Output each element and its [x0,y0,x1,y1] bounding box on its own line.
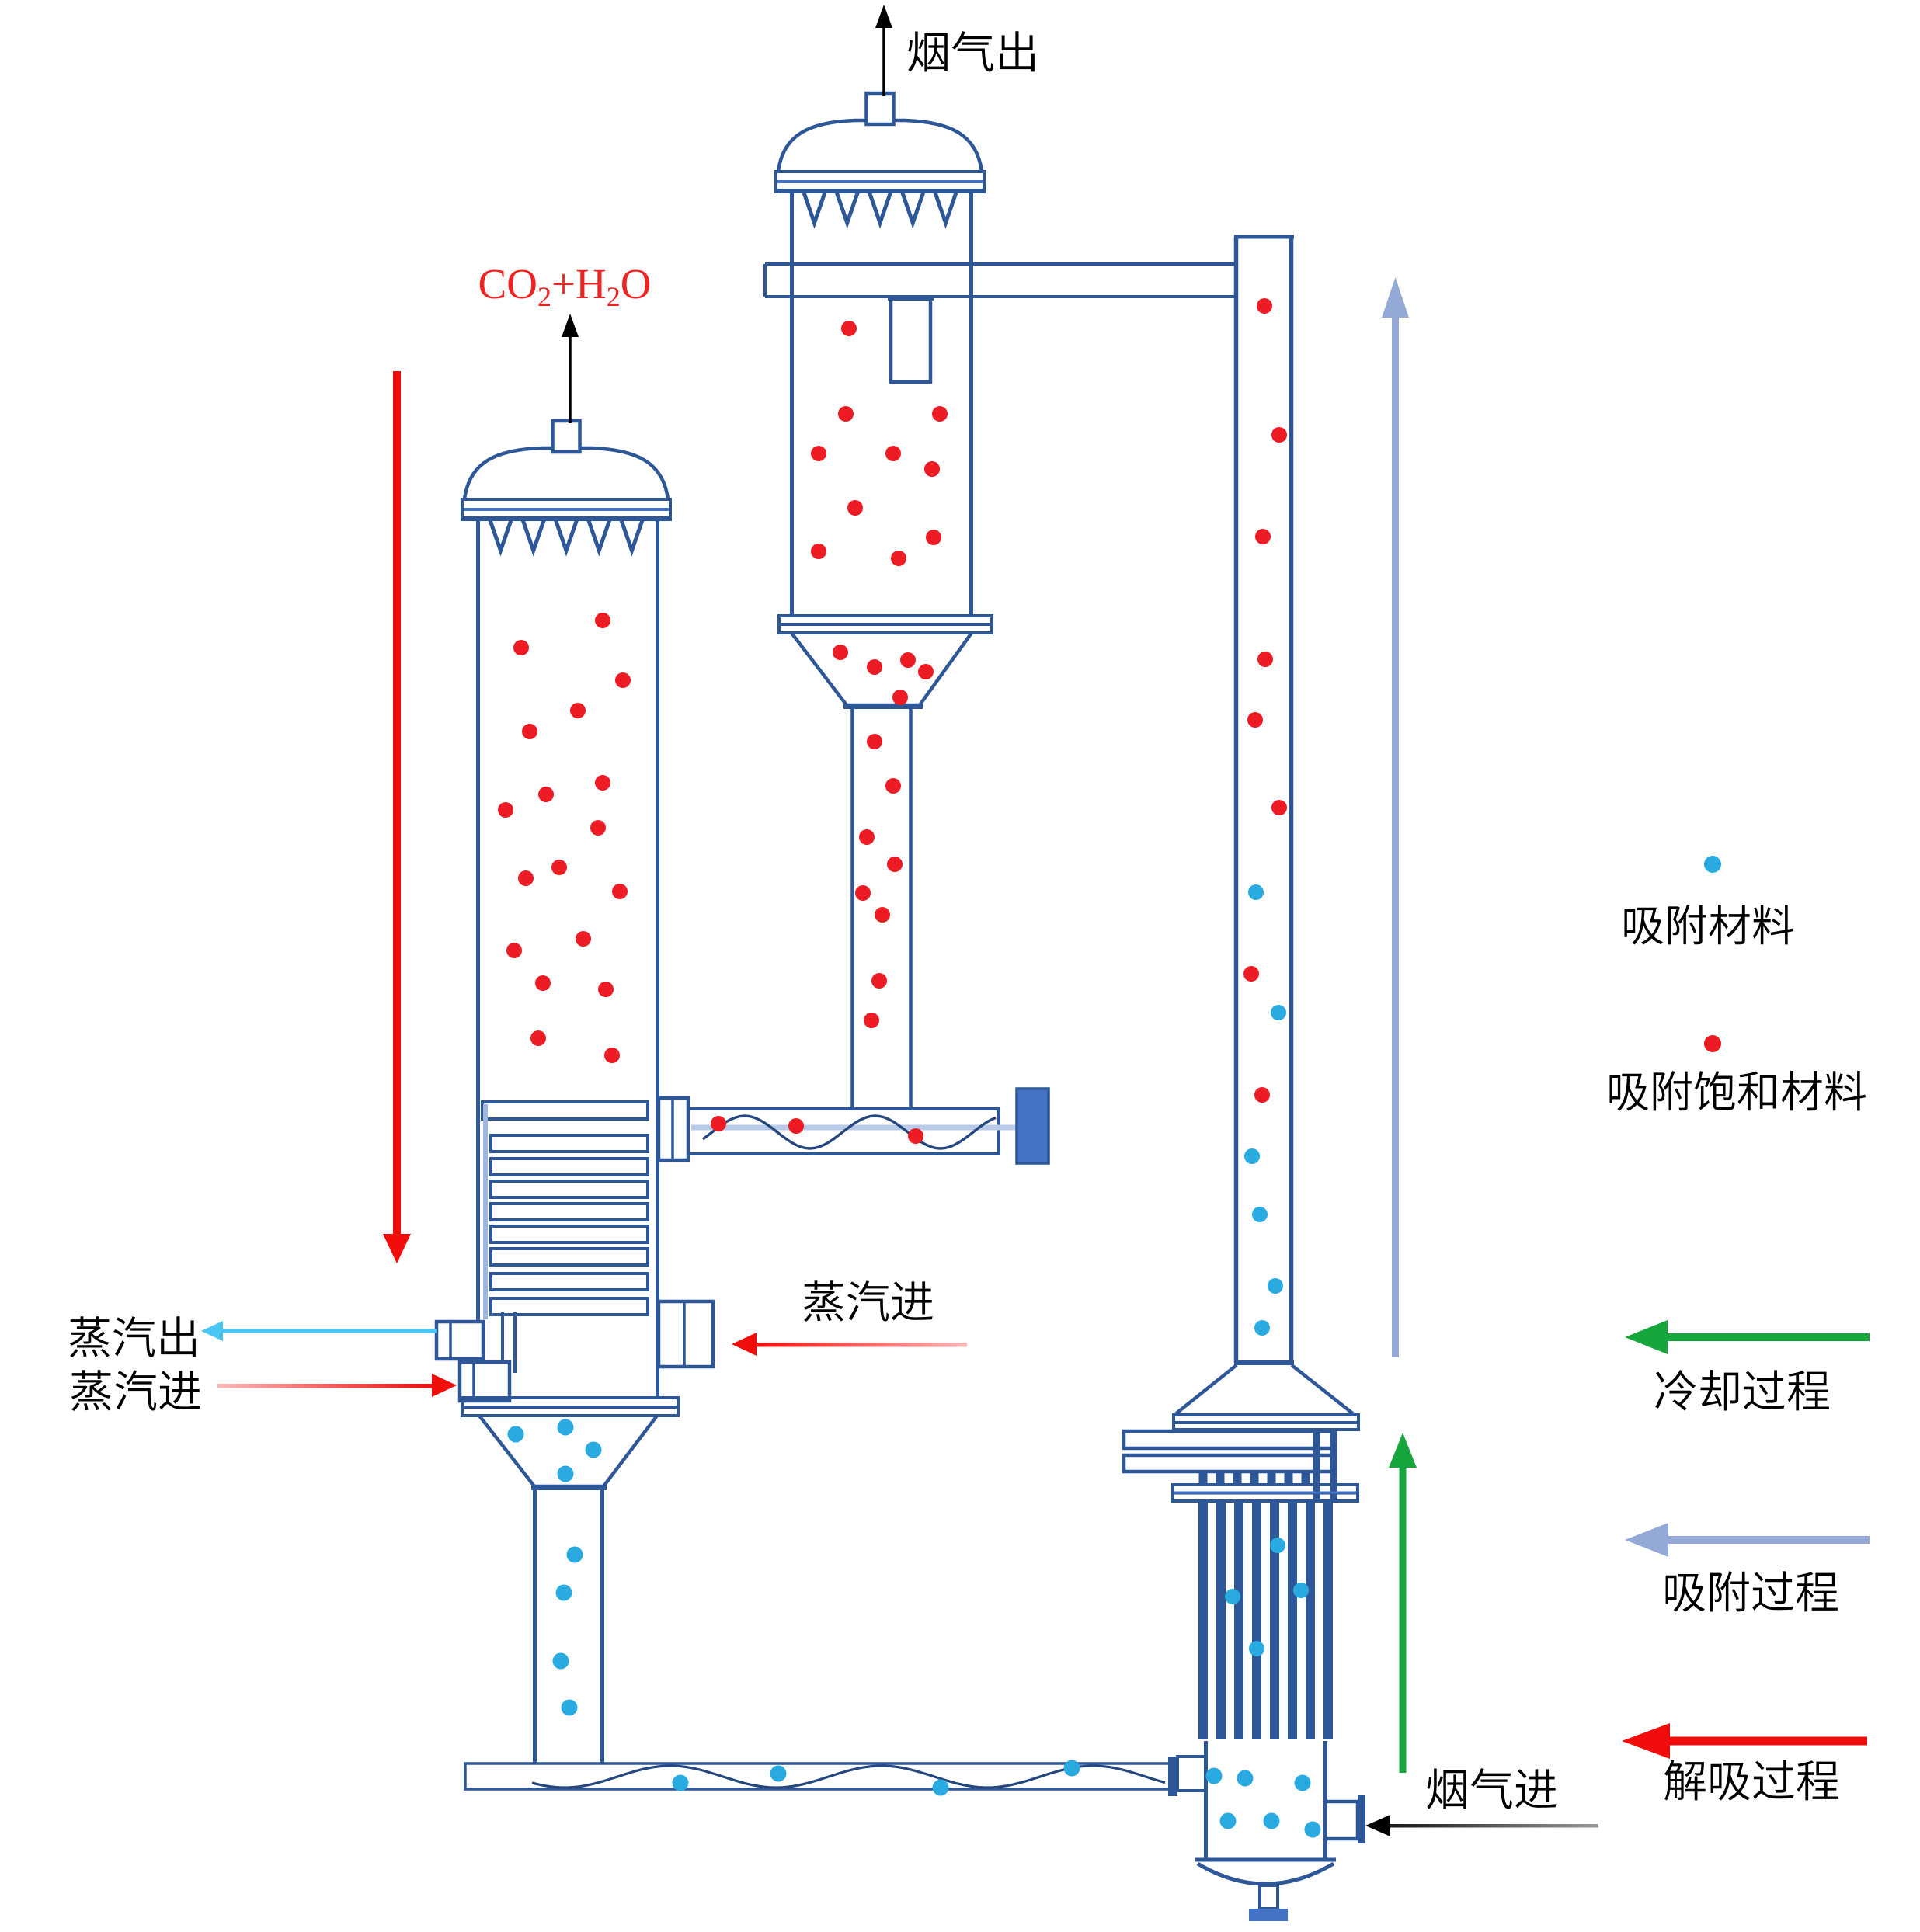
svg-text:CO2+H2O: CO2+H2O [478,260,652,312]
